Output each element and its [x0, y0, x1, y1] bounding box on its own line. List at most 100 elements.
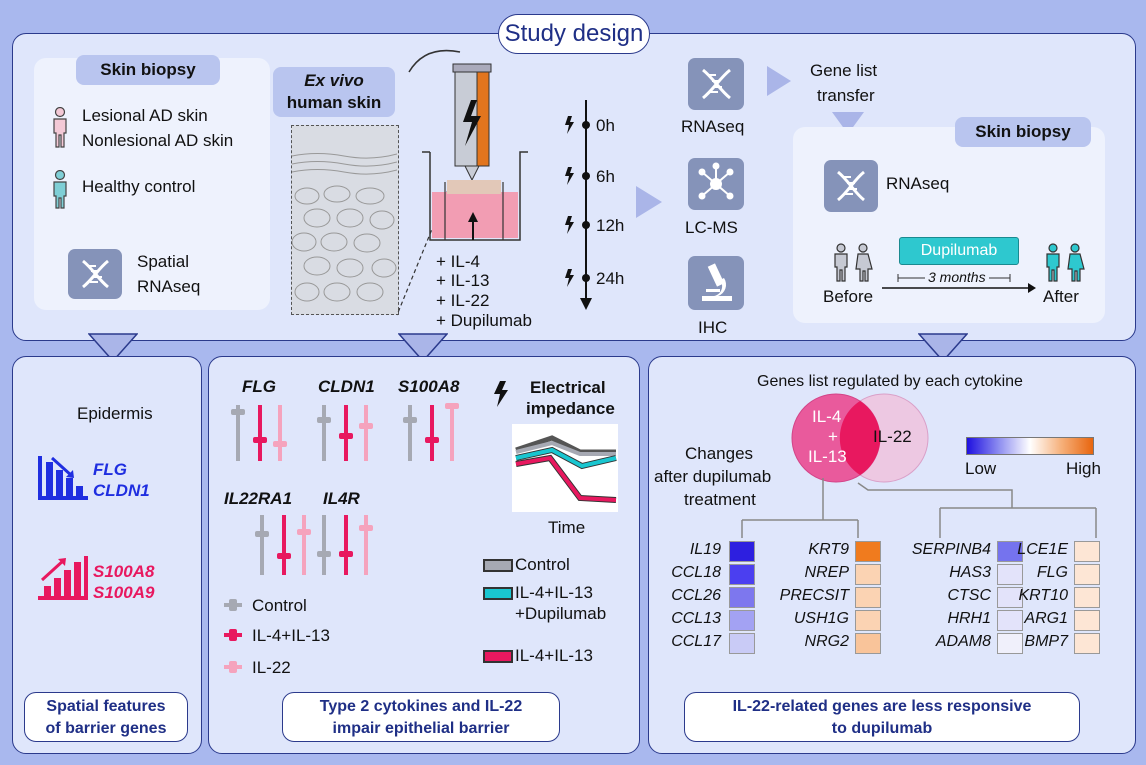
arrow-right-panel: [918, 333, 968, 363]
dna-icon-rnaseq: [688, 58, 744, 110]
treatment-3: + IL-22: [436, 291, 490, 310]
heatmap-cell: [855, 541, 881, 562]
heatmap-gene-label: PRECSIT: [779, 587, 849, 604]
heatmap-gene-label: NRG2: [804, 633, 849, 650]
legend-r-il413: IL-4+IL-13: [515, 646, 593, 665]
heatmap-gene-label: KRT9: [808, 541, 849, 558]
genes-caption-2: to dupilumab: [831, 720, 933, 737]
arrow-mid-panel: [398, 333, 448, 363]
genes-heading: Genes list regulated by each cytokine: [757, 373, 1023, 390]
up-gene-1: S100A8: [93, 562, 155, 581]
time-12h: 12h: [596, 216, 625, 235]
heatmap-cell: [997, 587, 1023, 608]
heatmap-gene-label: CCL18: [671, 564, 721, 581]
heatmap-cell: [855, 633, 881, 654]
heatmap-gene-label: BMP7: [1024, 633, 1068, 650]
heatmap-cell: [1074, 610, 1100, 631]
legend-control-icon: [224, 599, 242, 611]
gene-list-transfer-2: transfer: [817, 86, 875, 105]
skin-section-image: [291, 125, 399, 315]
nonlesional-label: Nonlesional AD skin: [82, 131, 234, 150]
lesional-label: Lesional AD skin: [82, 106, 208, 125]
arrow-left-panel: [88, 333, 138, 363]
changes-2: after dupilumab: [654, 467, 772, 486]
skin-biopsy-badge-left: Skin biopsy: [76, 55, 220, 85]
time-24h: 24h: [596, 269, 625, 288]
venn-left-2: +: [828, 427, 838, 446]
time-6h: 6h: [596, 167, 615, 186]
dna-icon-right: [824, 160, 878, 212]
heatmap-gene-label: HRH1: [947, 610, 991, 627]
study-design-title: Study design: [498, 14, 650, 54]
arrow-down-biopsy: [832, 112, 864, 134]
heatmap-cell: [1074, 587, 1100, 608]
heatmap-gene-label: NREP: [804, 564, 849, 581]
venn-right: IL-22: [873, 427, 912, 446]
time-0h: 0h: [596, 116, 615, 135]
three-months-label: 3 months: [925, 269, 989, 285]
spatial-label-1: Spatial: [137, 252, 189, 271]
heatmap-cell: [1074, 633, 1100, 654]
venn-left-3: IL-13: [808, 447, 847, 466]
changes-3: treatment: [684, 490, 756, 509]
heatmap-gene-label: CCL13: [671, 610, 721, 627]
changes-1: Changes: [685, 444, 754, 463]
treatment-1: + IL-4: [436, 252, 480, 271]
heatmap-gene-label: HAS3: [949, 564, 991, 581]
increase-chart-icon: [38, 556, 88, 600]
heatmap-cell: [729, 610, 755, 631]
people-after-icon: [1046, 243, 1085, 282]
spatial-caption-1: Spatial features: [46, 698, 166, 715]
rnaseq-right: RNAseq: [886, 174, 950, 193]
gene-il4r: IL4R: [323, 489, 360, 508]
heatmap-cell: [855, 587, 881, 608]
legend-r-dupi-2: +Dupilumab: [515, 604, 607, 623]
color-scale-bar: [966, 437, 1094, 455]
heatmap-gene-label: CTSC: [947, 587, 991, 604]
heatmap-gene-label: CCL17: [671, 633, 721, 650]
dna-icon-spatial: [68, 249, 122, 299]
legend-r-dupi-swatch: [483, 587, 513, 600]
decrease-chart-icon: [38, 456, 88, 500]
timeline: [565, 100, 592, 310]
arrow-to-assays: [636, 186, 662, 218]
heatmap-cell: [1074, 564, 1100, 585]
cytokines-caption-1: Type 2 cytokines and IL-22: [319, 698, 523, 715]
venn-left-1: IL-4: [812, 407, 842, 426]
heatmap-cell: [997, 633, 1023, 654]
gene-list-transfer-1: Gene list: [810, 61, 878, 80]
legend-r-dupi-1: IL-4+IL-13: [515, 583, 593, 602]
expression-sliders: [231, 403, 459, 575]
heatmap-gene-label: KRT10: [1018, 587, 1068, 604]
electrical-label: Electrical: [530, 378, 606, 397]
venn-diagram: [791, 393, 929, 483]
legend-il22: IL-22: [252, 658, 291, 677]
spatial-label-2: RNAseq: [137, 277, 201, 296]
right-biopsy-box: [793, 127, 1105, 323]
heatmap-gene-label: USH1G: [793, 610, 849, 627]
down-gene-1: FLG: [93, 460, 127, 479]
gene-s100a8: S100A8: [398, 377, 460, 396]
impedance-label: impedance: [526, 399, 615, 418]
person-icon-healthy: [53, 170, 67, 209]
heatmap-cell: [729, 541, 755, 562]
spatial-panel: [12, 356, 202, 754]
treatment-4: + Dupilumab: [436, 311, 532, 330]
legend-il413-icon: [224, 629, 242, 641]
legend-il22-icon: [224, 661, 242, 673]
gene-il22ra1: IL22RA1: [224, 489, 293, 508]
assay-ihc: IHC: [698, 318, 728, 337]
gene-cldn1: CLDN1: [318, 377, 375, 396]
heatmap-cell: [729, 564, 755, 585]
lightning-icon: [494, 381, 508, 407]
healthy-label: Healthy control: [82, 177, 196, 196]
down-gene-2: CLDN1: [93, 481, 150, 500]
heatmap-gene-label: ARG1: [1024, 610, 1068, 627]
electrode-well-image: [408, 49, 528, 241]
connector-lines: [741, 478, 1097, 538]
legend-r-il413-swatch: [483, 650, 513, 663]
heatmap-cell: [997, 564, 1023, 585]
